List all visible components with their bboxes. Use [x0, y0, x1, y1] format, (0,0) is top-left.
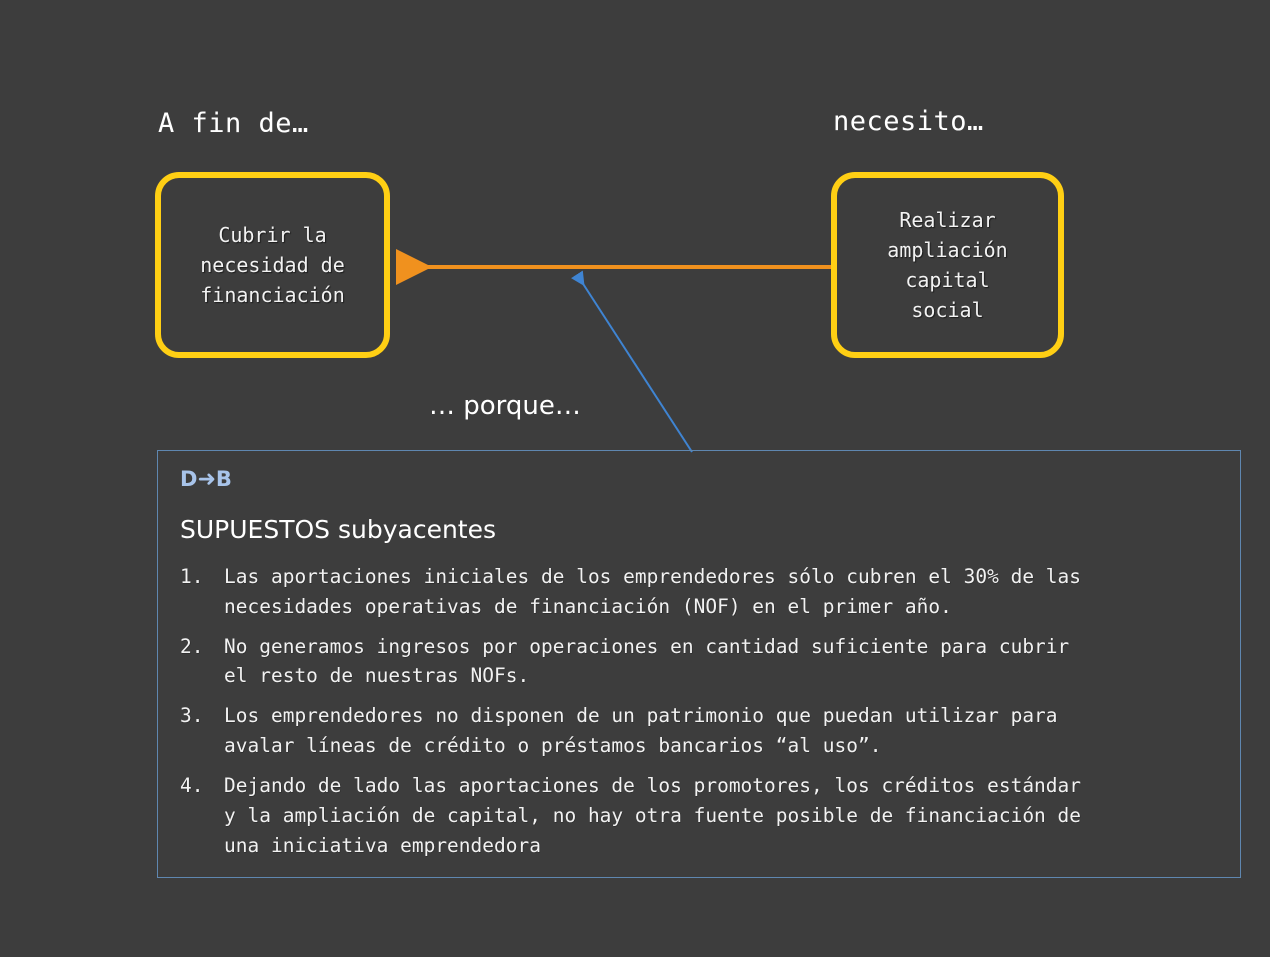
goal-box-cubrir-necesidad-financiacion[interactable]: Cubrir la necesidad de financiación	[155, 172, 390, 358]
panel-title: SUPUESTOS subyacentes	[180, 515, 497, 544]
need-box-realizar-ampliacion-capital-social[interactable]: Realizar ampliación capital social	[831, 172, 1064, 358]
heading-a-fin-de: A fin de…	[158, 108, 309, 139]
panel-tag-d-to-b: D➜B	[180, 469, 1226, 491]
blue-arrow-assumptions-to-connection	[571, 270, 693, 453]
right-arrow-icon: ➜	[197, 467, 216, 492]
list-item-number: 2.	[180, 634, 204, 658]
heading-necesito: necesito…	[833, 106, 984, 137]
list-item: 4. Dejando de lado las aportaciones de l…	[172, 771, 1226, 860]
goal-box-text: Cubrir la necesidad de financiación	[200, 223, 345, 307]
list-item-number: 1.	[180, 565, 204, 588]
list-item-number: 4.	[180, 773, 204, 797]
assumptions-panel: D➜B SUPUESTOS subyacentes 1. Las aportac…	[157, 450, 1241, 878]
panel-tag-left: D	[180, 467, 198, 491]
list-item-text: Las aportaciones iniciales de los empren…	[224, 565, 1082, 618]
need-box-text: Realizar ampliación capital social	[887, 208, 1008, 322]
panel-tag-right: B	[215, 467, 232, 491]
list-item: 3. Los emprendedores no disponen de un p…	[172, 701, 1226, 761]
list-item: 1. Las aportaciones iniciales de los emp…	[172, 562, 1226, 622]
list-item-number: 3.	[180, 704, 204, 728]
heading-porque: … porque…	[429, 391, 581, 421]
list-item-text: Dejando de lado las aportaciones de los …	[224, 773, 1082, 857]
list-item-text: No generamos ingresos por operaciones en…	[224, 634, 1070, 688]
list-item: 2. No generamos ingresos por operaciones…	[172, 632, 1226, 692]
list-item-text: Los emprendedores no disponen de un patr…	[224, 704, 1058, 758]
assumptions-list: 1. Las aportaciones iniciales de los emp…	[172, 562, 1226, 860]
